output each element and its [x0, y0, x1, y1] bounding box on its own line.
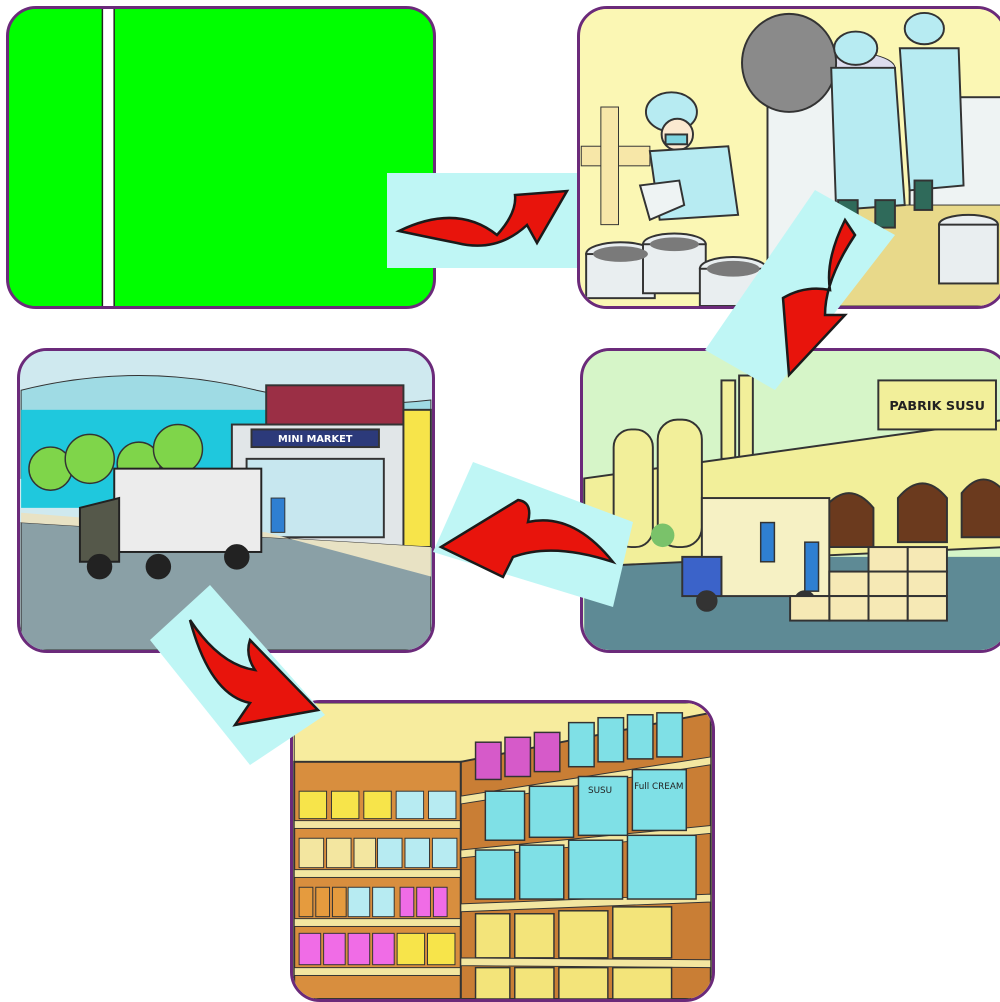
arrow-1-to-2: [387, 173, 577, 268]
panel-blank-green: [6, 6, 436, 309]
panel-store-shelves: SUSU Full CREAM: [290, 700, 715, 1002]
tank-lid: [742, 14, 836, 112]
panel-milk-factory: PABRIK SUSU: [580, 348, 1000, 653]
panel-5-art: SUSU Full CREAM: [293, 703, 712, 999]
box-label-cream: Full CREAM: [634, 782, 683, 792]
arrow-2-to-3: [705, 190, 895, 390]
milk-boxes: [476, 713, 697, 999]
arrow-4-to-5: [150, 585, 325, 765]
minimarket-sign: MINI MARKET: [278, 434, 353, 445]
box-label-susu: SUSU: [588, 786, 612, 796]
arrow-3-to-4: [433, 462, 633, 607]
divider-line: [102, 9, 114, 306]
panel-1-art: [9, 9, 433, 306]
factory-sign: PABRIK SUSU: [889, 399, 985, 414]
panel-3-art: PABRIK SUSU: [583, 351, 1000, 650]
